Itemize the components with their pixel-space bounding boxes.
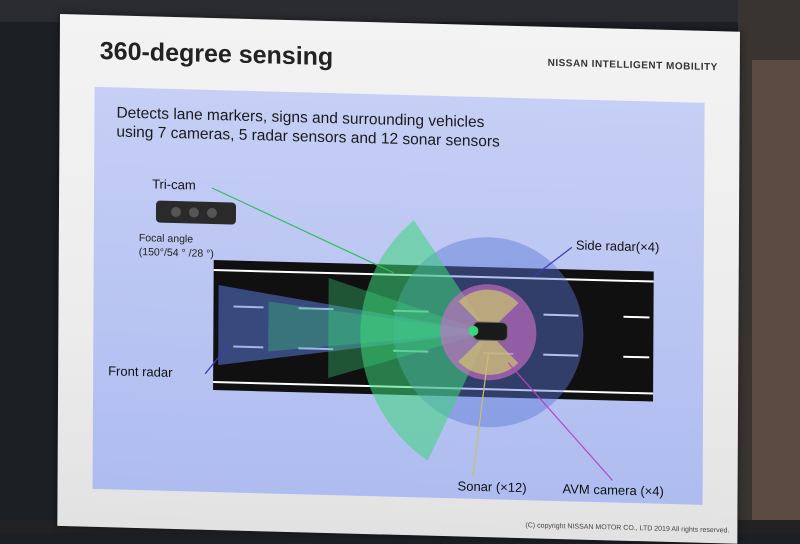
car-front-sensor xyxy=(468,325,479,336)
sonar-zone xyxy=(458,289,519,333)
sensing-diagram xyxy=(155,187,654,481)
camera-zone-mid xyxy=(328,278,489,379)
brand-logo: NISSAN INTELLIGENT MOBILITY xyxy=(547,57,718,74)
projection-screen: 360-degree sensing NISSAN INTELLIGENT MO… xyxy=(57,14,740,544)
front-radar-leader xyxy=(204,345,229,375)
tricam-device xyxy=(155,200,237,225)
camera-zone-narrow xyxy=(268,301,489,352)
focal-angle-label: Focal angle (150°/54 ° /28 °) xyxy=(139,231,214,261)
slide-title: 360-degree sensing xyxy=(99,37,334,72)
room-ceiling xyxy=(0,0,800,22)
avm-camera-label: AVM camera (×4) xyxy=(562,481,664,499)
sonar-zone-rear xyxy=(458,332,519,375)
front-radar-label: Front radar xyxy=(108,363,173,380)
side-radar-leader xyxy=(533,246,573,277)
wall-panel xyxy=(752,60,800,533)
tricam-label: Tri-cam xyxy=(152,176,196,193)
focal-angle-line-2: (150°/54 ° /28 °) xyxy=(138,246,214,261)
camera-zone-wide xyxy=(360,220,489,461)
sonar-leader xyxy=(472,355,489,477)
car xyxy=(472,321,508,342)
diagram-panel: Detects lane markers, signs and surround… xyxy=(92,86,705,505)
tricam-leader xyxy=(211,187,394,274)
side-radar-label: Side radar(×4) xyxy=(575,237,660,255)
front-radar-zone xyxy=(218,285,489,366)
sonar-label: Sonar (×12) xyxy=(457,478,527,496)
avm-leader xyxy=(507,362,614,481)
